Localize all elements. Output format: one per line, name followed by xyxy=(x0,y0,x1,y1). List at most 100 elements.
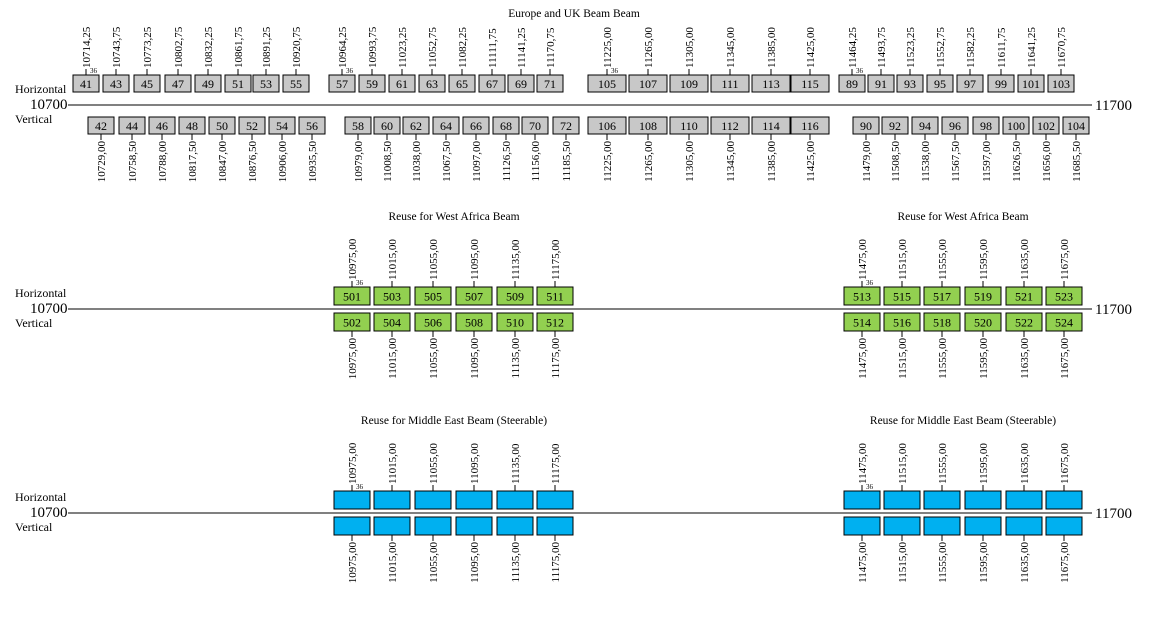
band-start-label: 10700 xyxy=(30,505,68,521)
channel-number: 66 xyxy=(470,119,482,133)
bandwidth-marker: 36 xyxy=(611,67,619,75)
center-frequency-label: 11555,00 xyxy=(937,239,949,280)
channel-number: 520 xyxy=(974,316,992,330)
center-frequency-label: 11515,00 xyxy=(897,338,909,379)
center-frequency-label: 10758,50 xyxy=(127,141,139,183)
center-frequency-label: 11055,00 xyxy=(428,542,440,583)
channel-number: 59 xyxy=(366,77,378,91)
channel-number: 72 xyxy=(560,119,572,133)
channel-number: 94 xyxy=(919,119,931,133)
center-frequency-label: 11493,75 xyxy=(876,27,888,68)
center-frequency-label: 11095,00 xyxy=(469,338,481,379)
center-frequency-label: 11552,75 xyxy=(935,27,947,68)
channel-number: 55 xyxy=(290,77,302,91)
center-frequency-label: 11475,00 xyxy=(857,338,869,379)
channel-number: 510 xyxy=(506,316,524,330)
channel-number: 516 xyxy=(893,316,911,330)
channel-number: 115 xyxy=(801,77,819,91)
center-frequency-label: 11675,00 xyxy=(1059,542,1071,583)
channel-number: 57 xyxy=(336,77,348,91)
center-frequency-label: 10964,25 xyxy=(337,26,349,68)
horizontal-label: Horizontal xyxy=(15,286,67,300)
center-frequency-label: 10993,75 xyxy=(367,26,379,68)
center-frequency-label: 11425,00 xyxy=(805,27,817,68)
center-frequency-label: 11135,00 xyxy=(510,443,522,484)
center-frequency-label: 11225,00 xyxy=(602,141,614,182)
channel-number: 41 xyxy=(80,77,92,91)
bandwidth-marker: 36 xyxy=(346,67,354,75)
center-frequency-label: 11635,00 xyxy=(1019,443,1031,484)
channel-number: 116 xyxy=(801,119,819,133)
center-frequency-label: 11015,00 xyxy=(387,338,399,379)
center-frequency-label: 11175,00 xyxy=(550,443,562,484)
center-frequency-label: 11175,00 xyxy=(550,542,562,583)
bandwidth-marker: 36 xyxy=(866,483,874,491)
center-frequency-label: 11305,00 xyxy=(684,27,696,68)
channel-number: 91 xyxy=(875,77,887,91)
channel-number: 101 xyxy=(1022,77,1040,91)
center-frequency-label: 10773,25 xyxy=(142,26,154,68)
channel-number: 521 xyxy=(1015,290,1033,304)
channel-number: 107 xyxy=(639,77,657,91)
bandwidth-marker: 36 xyxy=(90,67,98,75)
channel-number: 105 xyxy=(598,77,616,91)
center-frequency-label: 11611,75 xyxy=(996,27,1008,68)
center-frequency-label: 11175,00 xyxy=(550,338,562,379)
channel-number: 92 xyxy=(889,119,901,133)
center-frequency-label: 11265,00 xyxy=(643,141,655,182)
vertical-label: Vertical xyxy=(15,520,53,534)
channel-number: 114 xyxy=(762,119,780,133)
center-frequency-label: 11675,00 xyxy=(1059,338,1071,379)
center-frequency-label: 11675,00 xyxy=(1059,239,1071,280)
center-frequency-label: 11055,00 xyxy=(428,443,440,484)
horizontal-channel xyxy=(883,490,921,510)
channel-number: 517 xyxy=(933,290,951,304)
band-start-label: 10700 xyxy=(30,97,68,113)
center-frequency-label: 11515,00 xyxy=(897,443,909,484)
center-frequency-label: 11595,00 xyxy=(978,542,990,583)
channel-number: 522 xyxy=(1015,316,1033,330)
channel-number: 93 xyxy=(904,77,916,91)
horizontal-channel xyxy=(455,490,493,510)
center-frequency-label: 11156,00 xyxy=(530,141,542,182)
center-frequency-label: 10802,75 xyxy=(173,26,185,68)
center-frequency-label: 11185,50 xyxy=(561,141,573,182)
vertical-channel xyxy=(843,516,881,536)
center-frequency-label: 10935,50 xyxy=(307,141,319,183)
channel-number: 513 xyxy=(853,290,871,304)
bandwidth-marker: 36 xyxy=(856,67,864,75)
channel-number: 50 xyxy=(216,119,228,133)
center-frequency-label: 11170,75 xyxy=(545,27,557,68)
center-frequency-label: 10975,00 xyxy=(347,542,359,584)
channel-number: 99 xyxy=(995,77,1007,91)
channel-number: 95 xyxy=(934,77,946,91)
channel-number: 71 xyxy=(544,77,556,91)
section-title: Reuse for West Africa Beam xyxy=(388,211,519,223)
center-frequency-label: 11052,75 xyxy=(427,27,439,68)
bandwidth-marker: 36 xyxy=(866,279,874,287)
center-frequency-label: 11475,00 xyxy=(857,443,869,484)
center-frequency-label: 11055,00 xyxy=(428,338,440,379)
channel-number: 110 xyxy=(680,119,698,133)
horizontal-label: Horizontal xyxy=(15,490,67,504)
center-frequency-label: 11555,00 xyxy=(937,443,949,484)
center-frequency-label: 11265,00 xyxy=(643,27,655,68)
vertical-channel xyxy=(1005,516,1043,536)
channel-number: 502 xyxy=(343,316,361,330)
center-frequency-label: 10906,00 xyxy=(277,141,289,183)
center-frequency-label: 11008,50 xyxy=(382,141,394,182)
center-frequency-label: 11567,50 xyxy=(950,141,962,182)
center-frequency-label: 11595,00 xyxy=(978,443,990,484)
channel-number: 501 xyxy=(343,290,361,304)
center-frequency-label: 10714,25 xyxy=(81,26,93,68)
channel-number: 108 xyxy=(639,119,657,133)
channel-number: 58 xyxy=(352,119,364,133)
vertical-channel xyxy=(373,516,411,536)
vertical-channel xyxy=(923,516,961,536)
vertical-channel xyxy=(496,516,534,536)
center-frequency-label: 11595,00 xyxy=(978,338,990,379)
channel-number: 51 xyxy=(232,77,244,91)
channel-number: 515 xyxy=(893,290,911,304)
center-frequency-label: 10920,75 xyxy=(291,26,303,68)
